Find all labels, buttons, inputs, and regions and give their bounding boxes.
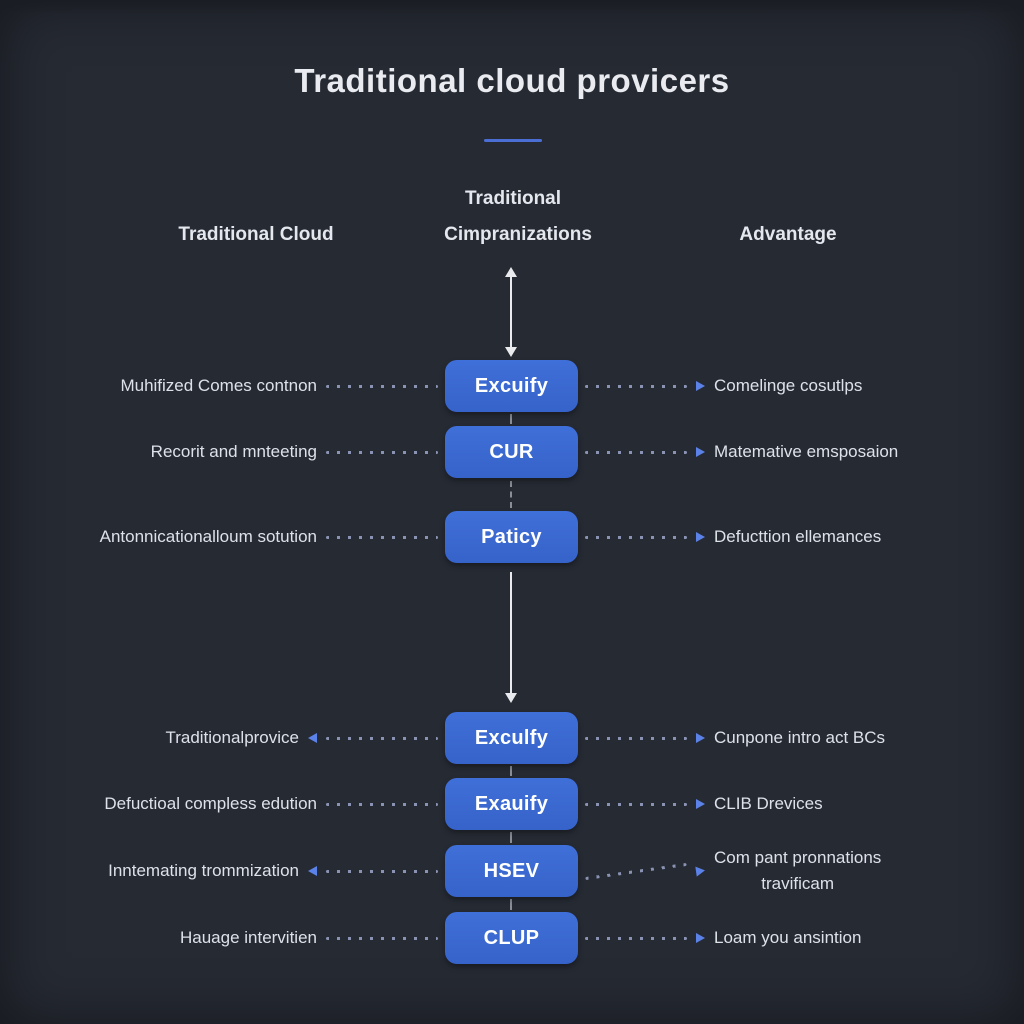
connector-dash xyxy=(510,481,512,508)
dotted-line xyxy=(585,862,687,880)
dotted-line xyxy=(585,736,687,740)
down-arrow-icon xyxy=(505,572,517,703)
flow-box: Excuify xyxy=(445,360,578,412)
dotted-line xyxy=(326,869,438,873)
dotted-line xyxy=(326,736,438,740)
right-connector: Loam you ansintion xyxy=(585,912,985,964)
right-label: CLIB Drevices xyxy=(714,794,823,813)
flow-box: Exculfy xyxy=(445,712,578,764)
right-connector: Defucttion ellemances xyxy=(585,511,985,563)
right-label: Com pant pronnations travificam xyxy=(714,848,881,894)
dotted-line xyxy=(585,936,687,940)
connector-dash xyxy=(510,766,512,776)
column-header-right: Advantage xyxy=(739,224,837,245)
arrow-left-icon xyxy=(308,866,317,876)
flow-row: Inntemating trommization HSEV Com pant p… xyxy=(0,845,1024,897)
flow-row: Recorit and mnteeting CUR Matemative ems… xyxy=(0,426,1024,478)
right-label: Cunpone intro act BCs xyxy=(714,728,886,747)
connector-dash xyxy=(510,832,512,843)
column-header-left: Traditional Cloud xyxy=(178,224,334,245)
left-label: Defuctioal compless edution xyxy=(104,794,317,813)
column-header-center-top: Traditional xyxy=(464,188,562,209)
arrow-right-icon xyxy=(696,447,705,457)
arrow-right-icon xyxy=(696,799,705,809)
right-connector: Comelinge cosutlps xyxy=(585,360,985,412)
arrow-right-icon xyxy=(696,933,705,943)
left-connector: Hauage intervitien xyxy=(70,912,438,964)
arrow-up-icon xyxy=(505,267,517,277)
connector-dash xyxy=(510,414,512,424)
left-label: Hauage intervitien xyxy=(179,928,317,947)
left-label: Inntemating trommization xyxy=(108,861,299,880)
title-underline xyxy=(484,139,542,142)
right-connector: Cunpone intro act BCs xyxy=(585,712,985,764)
dotted-line xyxy=(326,936,438,940)
flow-row: Traditionalprovice Exculfy Cunpone intro… xyxy=(0,712,1024,764)
left-connector: Traditionalprovice xyxy=(70,712,438,764)
left-connector: Antonnicationalloum sotution xyxy=(70,511,438,563)
flow-box: CUR xyxy=(445,426,578,478)
dotted-line xyxy=(326,450,438,454)
left-label: Antonnicationalloum sotution xyxy=(99,527,317,546)
left-connector: Recorit and mnteeting xyxy=(70,426,438,478)
page-title: Traditional cloud provicers xyxy=(294,62,730,99)
flow-row: Muhifized Comes contnon Excuify Comeling… xyxy=(0,360,1024,412)
dotted-line xyxy=(326,384,438,388)
flow-box: Paticy xyxy=(445,511,578,563)
flow-row: Antonnicationalloum sotution Paticy Defu… xyxy=(0,511,1024,563)
left-label: Recorit and mnteeting xyxy=(150,442,317,461)
right-label: Loam you ansintion xyxy=(714,928,862,947)
flow-box: CLUP xyxy=(445,912,578,964)
left-label: Muhifized Comes contnon xyxy=(120,376,317,395)
right-label-line2: travificam xyxy=(761,874,834,893)
dotted-line xyxy=(585,384,687,388)
right-label-line1: Com pant pronnations xyxy=(714,848,882,867)
arrow-right-icon xyxy=(696,532,705,542)
connector-dash xyxy=(510,899,512,910)
left-label: Traditionalprovice xyxy=(165,728,299,747)
right-connector: CLIB Drevices xyxy=(585,778,985,830)
left-connector: Muhifized Comes contnon xyxy=(70,360,438,412)
dotted-line xyxy=(326,535,438,539)
arrow-left-icon xyxy=(308,733,317,743)
dotted-line xyxy=(585,535,687,539)
double-arrow-icon xyxy=(505,267,517,357)
arrow-down-icon xyxy=(505,347,517,357)
right-label: Comelinge cosutlps xyxy=(714,376,863,395)
flow-row: Defuctioal compless edution Exauify CLIB… xyxy=(0,778,1024,830)
arrow-right-icon xyxy=(696,381,705,391)
arrow-right-icon xyxy=(696,733,705,743)
dotted-line xyxy=(326,802,438,806)
flow-box: HSEV xyxy=(445,845,578,897)
flow-box: Exauify xyxy=(445,778,578,830)
dotted-line xyxy=(585,450,687,454)
right-connector: Matemative emsposaion xyxy=(585,426,985,478)
flow-row: Hauage intervitien CLUP Loam you ansinti… xyxy=(0,912,1024,964)
right-label: Defucttion ellemances xyxy=(714,527,882,546)
right-label: Matemative emsposaion xyxy=(714,442,899,461)
left-connector: Defuctioal compless edution xyxy=(70,778,438,830)
right-connector: Com pant pronnations travificam xyxy=(585,845,985,897)
arrow-down-icon xyxy=(505,693,517,703)
left-connector: Inntemating trommization xyxy=(70,845,438,897)
column-header-center-bottom: Cimpranizations xyxy=(444,224,592,245)
arrow-right-icon xyxy=(695,865,706,877)
dotted-line xyxy=(585,802,687,806)
